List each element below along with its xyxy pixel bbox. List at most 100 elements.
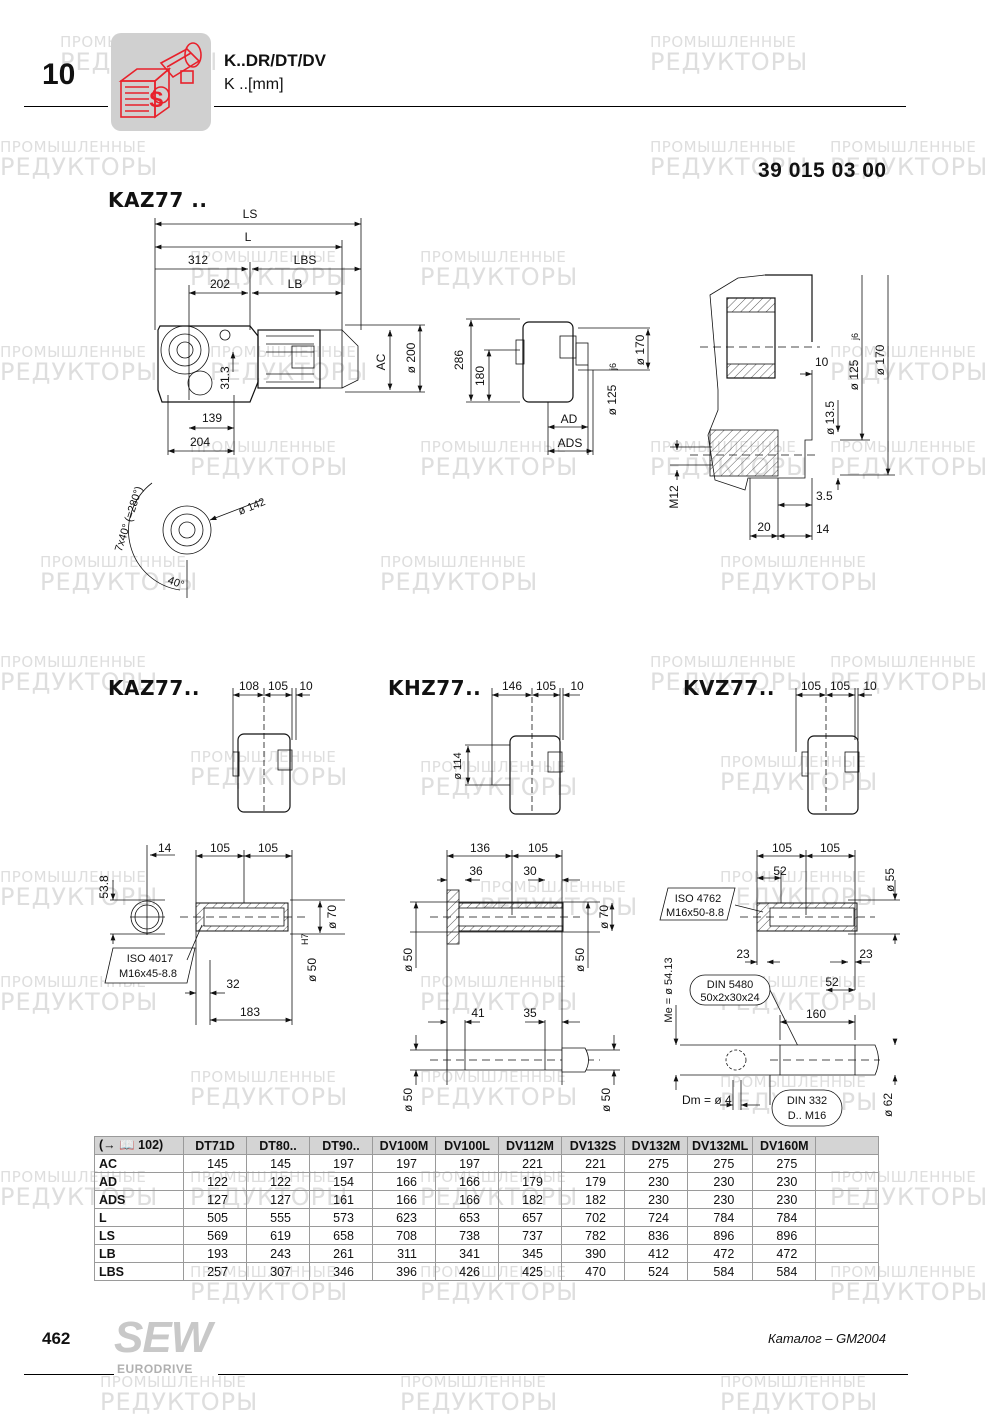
dim-105: 105 [528, 841, 548, 855]
table-cell: 182 [498, 1190, 562, 1209]
dim-14: 14 [816, 522, 830, 536]
table-cell: 307 [246, 1262, 310, 1281]
table-cell: 166 [435, 1172, 499, 1191]
dim-ac: AC [374, 353, 388, 370]
dim-d50-h6: ø 50 [599, 1088, 613, 1112]
table-cell: 145 [183, 1154, 247, 1173]
kaz-hollow-shaft [104, 845, 345, 1025]
dim-105: 105 [258, 841, 278, 855]
table-cell: 122 [246, 1172, 310, 1191]
label-iso4017: ISO 4017 [127, 953, 173, 965]
dim-ls: LS [243, 207, 258, 221]
chapter-number: 10 [42, 58, 76, 91]
dim-36: 36 [469, 864, 483, 878]
dim-105: 105 [801, 679, 821, 693]
table-cell: 161 [309, 1190, 373, 1209]
dim-ads: ADS [558, 436, 583, 450]
table-cell: 193 [183, 1244, 247, 1263]
column-header: DV132M [624, 1136, 688, 1155]
table-cell [815, 1190, 880, 1209]
dim-20: 20 [757, 520, 771, 534]
dim-105: 105 [268, 679, 288, 693]
model-title-kaz77-main: KAZ77 .. [108, 188, 208, 212]
table-cell: 396 [372, 1262, 436, 1281]
table-cell: 275 [752, 1154, 817, 1173]
sew-logo: SEW [114, 1313, 212, 1362]
dim-10: 10 [815, 355, 829, 369]
dim-d200: ø 200 [404, 342, 418, 373]
dim-d50: ø 50 [573, 948, 587, 972]
header-rule-left [24, 106, 108, 107]
table-cell: 154 [309, 1172, 373, 1191]
column-header: DV100M [372, 1136, 436, 1155]
dim-d125: ø 125 [605, 384, 619, 415]
table-cell [815, 1244, 880, 1263]
table-cell: 708 [372, 1226, 436, 1245]
dim-180: 180 [473, 366, 487, 386]
table-corner-reference: (→ 📖 102) [94, 1136, 184, 1155]
dim-41: 41 [471, 1006, 485, 1020]
dim-105: 105 [830, 679, 850, 693]
table-cell: 230 [752, 1190, 817, 1209]
dim-53-8: 53.8 [97, 875, 111, 899]
dim-108: 108 [239, 679, 259, 693]
dim-105: 105 [772, 841, 792, 855]
label-iso4762: ISO 4762 [675, 893, 721, 905]
column-header [815, 1136, 880, 1155]
dim-10: 10 [299, 679, 313, 693]
page-title: K..DR/DT/DV [224, 51, 326, 70]
table-cell: 197 [309, 1154, 373, 1173]
dim-ad: AD [561, 412, 578, 426]
kaz77-small-view [232, 688, 310, 813]
dim-23: 23 [736, 947, 750, 961]
kvz77-small-view [795, 688, 872, 815]
table-cell: 275 [624, 1154, 688, 1173]
dim-31-3: 31.3 [218, 366, 232, 390]
page-subtitle: K ..[mm] [224, 76, 284, 93]
table-cell: 782 [561, 1226, 625, 1245]
table-cell: 702 [561, 1208, 625, 1227]
model-title-kaz77: KAZ77.. [108, 676, 201, 700]
row-label: ADS [94, 1190, 184, 1209]
dim-d170: ø 170 [633, 334, 647, 365]
column-header: DT90.. [309, 1136, 373, 1155]
table-cell: 257 [183, 1262, 247, 1281]
dim-d114: ø 114 [452, 752, 464, 779]
dim-me: Me = ø 54.13 [663, 957, 675, 1022]
dim-52: 52 [773, 864, 787, 878]
table-cell: 657 [498, 1208, 562, 1227]
dim-d142: ø 142 [237, 496, 268, 518]
dim-m12: M12 [667, 485, 681, 509]
khz-hollow-shaft [410, 850, 620, 1085]
column-header: DV100L [435, 1136, 499, 1155]
table-cell: 311 [372, 1244, 436, 1263]
table-cell: 230 [686, 1172, 754, 1191]
column-header: DV160M [752, 1136, 817, 1155]
table-cell: 221 [561, 1154, 625, 1173]
table-cell: 166 [372, 1172, 436, 1191]
table-cell: 555 [246, 1208, 310, 1227]
table-cell: 145 [246, 1154, 310, 1173]
dim-105: 105 [820, 841, 840, 855]
model-title-khz77: KHZ77.. [388, 676, 482, 700]
dim-d55: ø 55 [883, 868, 897, 892]
row-label: LB [94, 1244, 184, 1263]
khz77-small-view [465, 688, 580, 815]
table-cell: 243 [246, 1244, 310, 1263]
table-cell: 658 [309, 1226, 373, 1245]
table-cell: 179 [498, 1172, 562, 1191]
footer-rule-right [218, 1374, 908, 1375]
table-cell: 425 [498, 1262, 562, 1281]
column-header: DT71D [183, 1136, 247, 1155]
label-m16x45: M16x45-8.8 [119, 968, 177, 980]
table-cell: 472 [686, 1244, 754, 1263]
dim-23: 23 [859, 947, 873, 961]
row-label: AD [94, 1172, 184, 1191]
kaz77-end-view [466, 318, 651, 455]
dim-d50: ø 50 [305, 958, 319, 982]
table-cell: 573 [309, 1208, 373, 1227]
table-cell: 724 [624, 1208, 688, 1227]
dim-146: 146 [502, 679, 522, 693]
